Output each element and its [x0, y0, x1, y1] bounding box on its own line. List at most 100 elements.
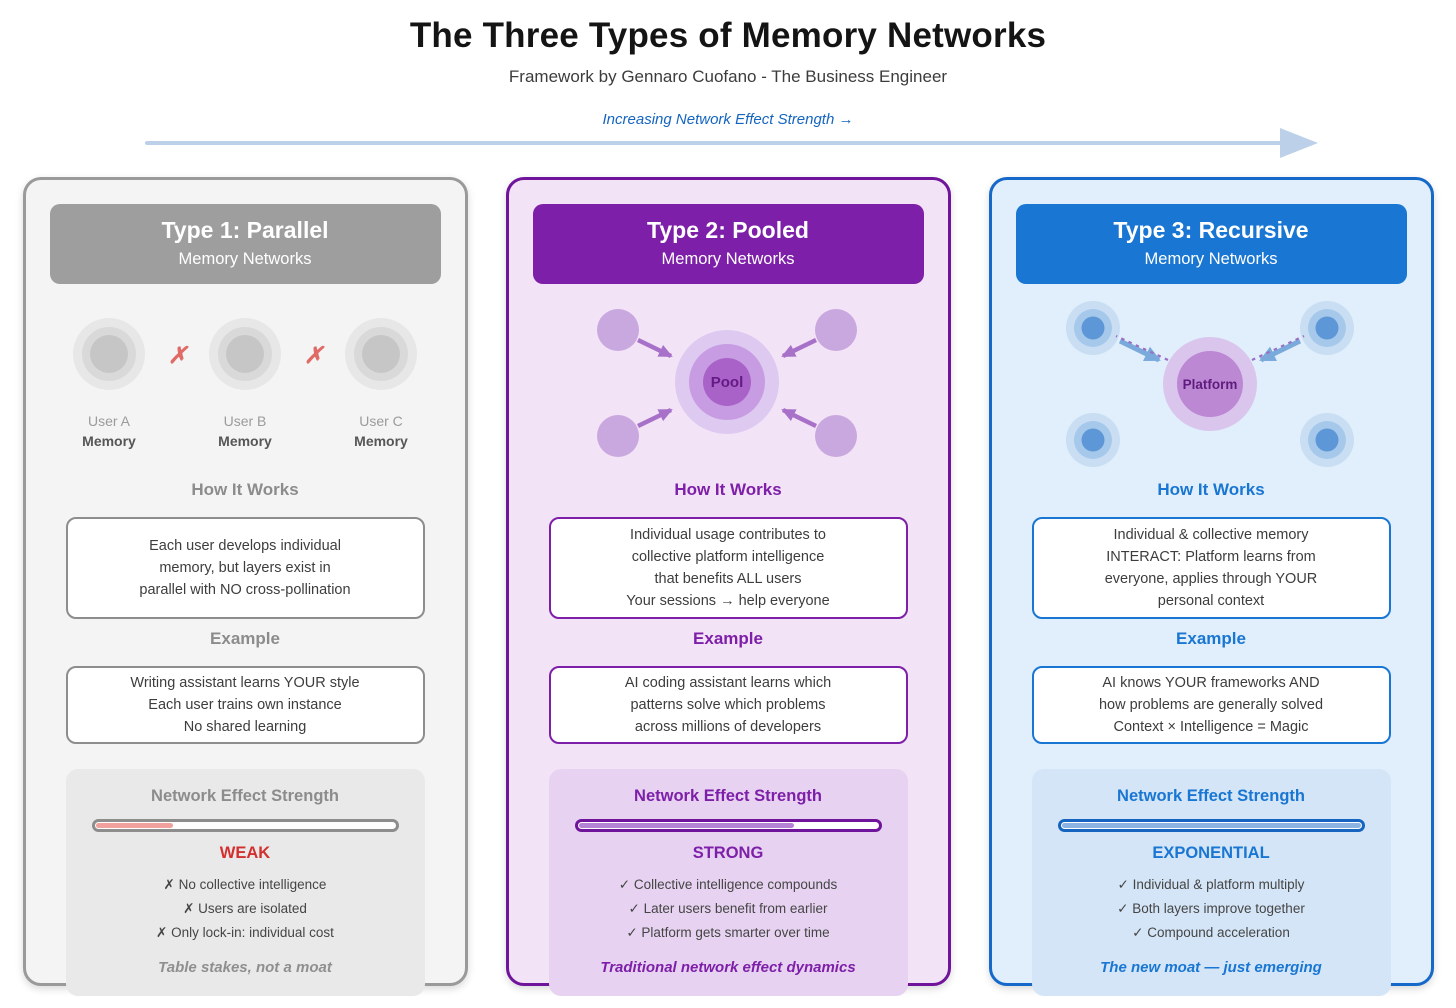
user-memory-label: Memory — [82, 433, 136, 449]
strength-bar-track — [1057, 819, 1365, 832]
satellite-circle — [1065, 301, 1120, 355]
how-line: Your sessions → help everyone — [626, 593, 830, 610]
pool-label: Pool — [710, 374, 743, 391]
user-memory-node: User C Memory — [322, 318, 440, 449]
how-line: collective platform intelligence — [631, 548, 825, 565]
network-point: ✗ No collective intelligence — [163, 877, 327, 892]
user-memory-node: User A Memory — [50, 318, 168, 449]
satellite-circle — [596, 415, 639, 457]
how-line: that benefits ALL users — [654, 571, 802, 587]
page-subtitle: Framework by Gennaro Cuofano - The Busin… — [508, 67, 948, 86]
card-title: Type 3: Recursive — [1113, 217, 1309, 243]
platform-diagram: Platform — [992, 296, 1431, 470]
satellite-circle — [814, 415, 857, 457]
network-effect-heading: Network Effect Strength — [151, 787, 339, 805]
satellite-circle — [596, 309, 639, 351]
card-title: Type 1: Parallel — [161, 217, 329, 243]
memory-circle-icon — [73, 318, 145, 390]
card-header: Type 1: Parallel Memory Networks — [49, 204, 441, 284]
card-title: Type 2: Pooled — [647, 217, 809, 243]
user-name-label: User C — [359, 413, 403, 429]
network-point: ✓ Platform gets smarter over time — [626, 925, 830, 940]
example-heading: Example — [1176, 629, 1246, 648]
card-parallel: Type 1: Parallel Memory Networks User A … — [22, 177, 468, 996]
how-line: everyone, applies through YOUR — [1104, 571, 1318, 587]
network-point: ✗ Only lock-in: individual cost — [156, 925, 334, 940]
how-line: Individual usage contributes to — [630, 526, 826, 543]
infographic-page: The Three Types of Memory Networks Frame… — [0, 16, 1456, 1008]
how-it-works-heading: How It Works — [191, 480, 299, 499]
strength-bar-track — [574, 819, 882, 832]
how-it-works-box: Individual usage contributes to collecti… — [548, 517, 908, 619]
how-it-works-heading: How It Works — [674, 480, 782, 499]
strength-status: WEAK — [219, 844, 271, 862]
axis-arrow-line — [145, 141, 1282, 145]
network-point: ✓ Later users benefit from earlier — [628, 901, 828, 916]
users-row: User A Memory ✗ User B Memory ✗ User C M… — [50, 318, 440, 449]
strength-bar-fill — [578, 823, 794, 828]
card-subtitle: Memory Networks — [1144, 250, 1278, 268]
inbound-arrow-icon — [636, 407, 673, 429]
platform-center-circle — [1176, 351, 1243, 417]
network-effect-heading: Network Effect Strength — [1117, 787, 1305, 805]
memory-circle-icon — [345, 318, 417, 390]
example-box: Writing assistant learns YOUR style Each… — [65, 666, 425, 744]
network-points: ✗ No collective intelligence ✗ Users are… — [80, 877, 411, 941]
inbound-arrow-icon — [636, 337, 673, 359]
network-point: ✗ Users are isolated — [183, 901, 307, 916]
satellite-circle — [1065, 413, 1120, 467]
example-line: Each user trains own instance — [148, 696, 342, 713]
example-line: across millions of developers — [634, 719, 822, 736]
satellite-circle — [814, 309, 857, 351]
satellite-circle — [1299, 413, 1354, 467]
network-summary: Traditional network effect dynamics — [600, 959, 856, 976]
strength-axis: Increasing Network Effect Strength → — [0, 111, 1456, 158]
card-header: Type 2: Pooled Memory Networks — [532, 204, 924, 284]
axis-arrowhead-icon — [1280, 128, 1318, 158]
pool-diagram-svg: Pool — [596, 309, 857, 457]
pool-center-circle — [702, 358, 751, 406]
how-line: parallel with NO cross-pollination — [139, 582, 351, 599]
bidirectional-arrow-icon — [1118, 338, 1161, 363]
how-it-works-heading: How It Works — [1157, 480, 1265, 499]
strength-bar-track — [91, 819, 399, 832]
network-point: ✓ Individual & platform multiply — [1117, 877, 1305, 892]
inbound-arrow-icon — [780, 407, 817, 429]
card-subtitle: Memory Networks — [661, 250, 795, 268]
dashed-return-arrow-icon — [1251, 335, 1304, 361]
example-box: AI coding assistant learns which pattern… — [548, 666, 908, 744]
how-it-works-box: Individual & collective memory INTERACT:… — [1031, 517, 1391, 619]
cards-board: Type 1: Parallel Memory Networks User A … — [0, 177, 1456, 996]
example-line: AI coding assistant learns which — [624, 674, 832, 691]
network-point: ✓ Compound acceleration — [1132, 925, 1290, 940]
pool-diagram: Pool — [509, 296, 948, 470]
example-box: AI knows YOUR frameworks AND how problem… — [1031, 666, 1391, 744]
strength-bar-fill — [1061, 823, 1361, 828]
example-heading: Example — [210, 629, 280, 648]
platform-diagram-svg: Platform — [1065, 301, 1354, 467]
memory-circle-icon — [209, 318, 281, 390]
network-effect-panel: Network Effect Strength WEAK ✗ No collec… — [65, 769, 425, 996]
network-point: ✓ Collective intelligence compounds — [618, 877, 838, 892]
example-line: AI knows YOUR frameworks AND — [1102, 674, 1320, 691]
no-link-x-icon: ✗ — [168, 342, 188, 368]
platform-label: Platform — [1182, 377, 1237, 392]
network-effect-panel: Network Effect Strength STRONG ✓ Collect… — [548, 769, 908, 996]
network-summary: The new moat — just emerging — [1100, 959, 1322, 976]
user-memory-node: User B Memory — [186, 318, 304, 449]
card-subtitle: Memory Networks — [178, 250, 312, 268]
strength-status: EXPONENTIAL — [1152, 844, 1270, 862]
network-points: ✓ Collective intelligence compounds ✓ La… — [563, 877, 894, 941]
card-pooled: Type 2: Pooled Memory Networks Pool — [505, 177, 951, 996]
how-line: memory, but layers exist in — [159, 559, 331, 576]
page-title: The Three Types of Memory Networks — [409, 16, 1047, 55]
no-link-x-icon: ✗ — [304, 342, 324, 368]
dashed-return-arrow-icon — [1115, 335, 1168, 361]
how-line: Each user develops individual — [149, 537, 341, 554]
network-point: ✓ Both layers improve together — [1117, 901, 1305, 916]
bidirectional-arrow-icon — [1258, 338, 1301, 363]
user-name-label: User A — [87, 413, 130, 429]
example-line: Writing assistant learns YOUR style — [130, 674, 360, 691]
satellite-circle — [1299, 301, 1354, 355]
network-effect-panel: Network Effect Strength EXPONENTIAL ✓ In… — [1031, 769, 1391, 996]
